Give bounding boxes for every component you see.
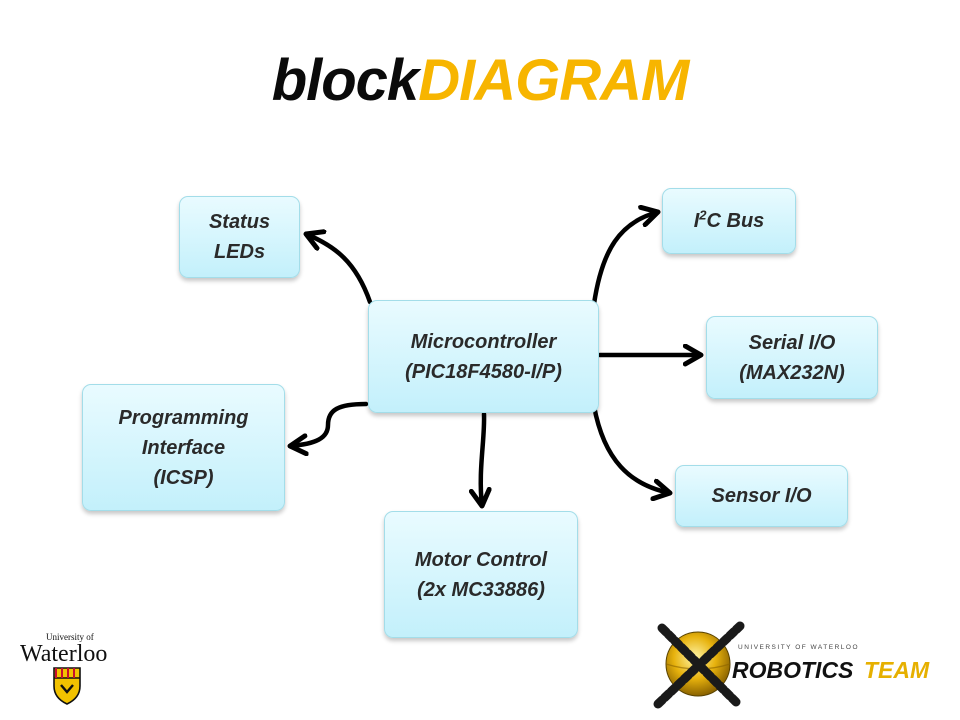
arrow-to-programming-interface — [290, 401, 369, 446]
status-leds-line1: Status — [208, 211, 271, 233]
waterloo-line2: Waterloo — [20, 641, 107, 667]
sensor-io-block: Sensor I/O — [675, 465, 848, 527]
arrow-to-status-leds — [306, 234, 373, 305]
title-part-black: block — [271, 48, 419, 113]
serial-io-line2: (MAX232N) — [739, 361, 845, 384]
sensor-io-line1: Sensor I/O — [711, 485, 812, 507]
programming-interface-line3: (ICSP) — [153, 466, 214, 489]
status-leds-block: Status LEDs — [179, 196, 300, 278]
programming-interface-block: Programming Interface (ICSP) — [82, 384, 285, 511]
robotics-team-logo: UNIVERSITY OF WATERLOO ROBOTICS TEAM — [653, 621, 930, 709]
page-title: blockDIAGRAM — [0, 52, 960, 110]
i2c-prefix: I — [693, 210, 700, 232]
arrow-to-motor-control — [481, 411, 484, 506]
robotics-arc-text: UNIVERSITY OF WATERLOO — [738, 644, 859, 651]
i2c-bus-block: I2C Bus — [662, 188, 796, 254]
microcontroller-line2: (PIC18F4580-I/P) — [405, 360, 562, 383]
microcontroller-block: Microcontroller (PIC18F4580-I/P) — [368, 300, 599, 413]
status-leds-line2: LEDs — [213, 241, 266, 263]
i2c-suffix: C Bus — [706, 210, 765, 232]
waterloo-logo: University of Waterloo — [20, 632, 107, 705]
programming-interface-line1: Programming — [118, 406, 249, 429]
motor-control-line2: (2x MC33886) — [417, 578, 545, 601]
title-part-accent: DIAGRAM — [418, 48, 689, 113]
i2c-superscript: 2 — [699, 207, 707, 223]
arrow-to-i2c-bus — [591, 212, 658, 307]
waterloo-crest-icon — [53, 667, 81, 705]
serial-io-line1: Serial I/O — [748, 331, 836, 354]
waterloo-line1: University of — [46, 632, 94, 642]
team-word: TEAM — [864, 657, 930, 683]
microcontroller-line1: Microcontroller — [410, 330, 557, 353]
serial-io-block: Serial I/O (MAX232N) — [706, 316, 878, 399]
motor-control-block: Motor Control (2x MC33886) — [384, 511, 578, 638]
i2c-bus-label: I2C Bus — [694, 206, 765, 236]
arrow-to-sensor-io — [591, 403, 670, 493]
motor-control-line1: Motor Control — [414, 548, 548, 571]
programming-interface-line2: Interface — [141, 436, 226, 459]
robotics-gear-icon — [653, 621, 745, 709]
robotics-word: ROBOTICS — [732, 657, 854, 683]
